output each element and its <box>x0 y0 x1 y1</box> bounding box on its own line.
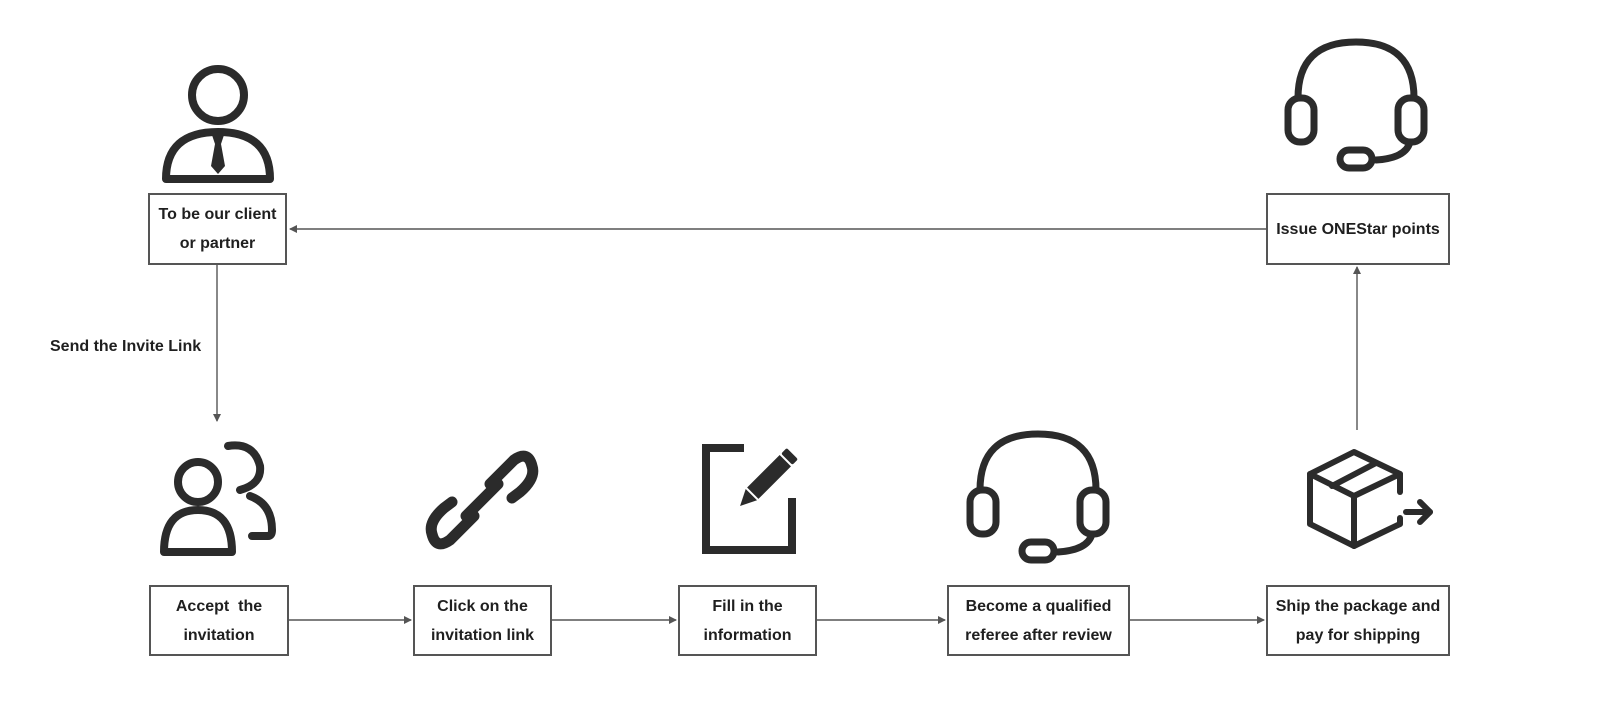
node-fill-info: Fill in the information <box>678 585 817 656</box>
link-icon <box>424 442 540 558</box>
node-qualified-referee: Become a qualified referee after review <box>947 585 1130 656</box>
edge-label-send-invite: Send the Invite Link <box>50 338 202 355</box>
node-click-link-label: Click on the invitation link <box>430 597 535 644</box>
node-qualified-referee-label: Become a qualified referee after review <box>965 597 1112 644</box>
node-ship-package: Ship the package and pay for shipping <box>1266 585 1450 656</box>
edit-icon <box>700 444 804 556</box>
node-fill-info-label: Fill in the information <box>703 597 792 644</box>
node-accept-invitation-label: Accept the invitation <box>175 597 267 644</box>
businessman-icon <box>160 62 276 184</box>
users-icon <box>160 440 278 558</box>
node-client-partner: To be our client or partner <box>148 193 287 265</box>
headset-icon <box>966 428 1110 564</box>
node-client-partner-label: To be our client or partner <box>158 206 277 252</box>
node-ship-package-label: Ship the package and pay for shipping <box>1275 597 1441 644</box>
node-issue-points-label: Issue ONEStar points <box>1276 220 1440 238</box>
node-issue-points: Issue ONEStar points <box>1266 193 1450 265</box>
node-accept-invitation: Accept the invitation <box>149 585 289 656</box>
package-ship-icon <box>1306 448 1436 552</box>
node-click-link: Click on the invitation link <box>413 585 552 656</box>
headset-icon <box>1284 36 1428 172</box>
